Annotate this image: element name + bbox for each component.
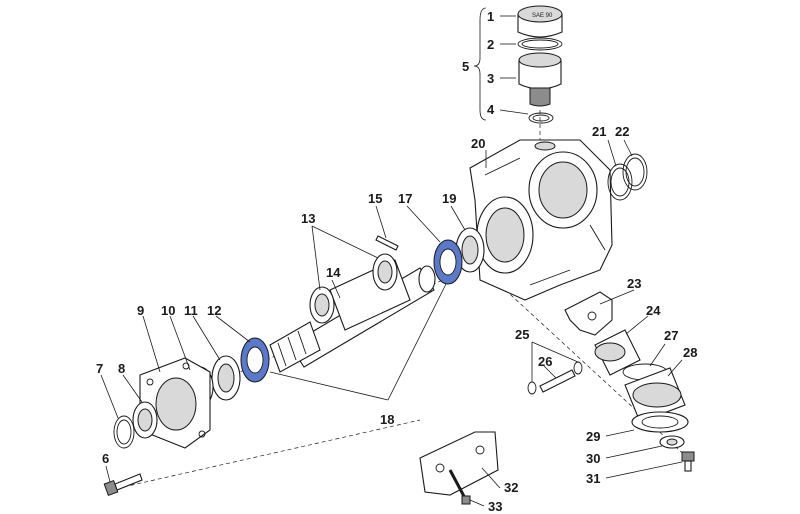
part-7-snap-ring <box>113 415 135 449</box>
axis-bolt-6 <box>109 419 421 491</box>
part-31-screw <box>681 451 695 472</box>
label-26: 26 <box>538 354 552 369</box>
label-31: 31 <box>586 471 600 486</box>
label-19: 19 <box>442 191 456 206</box>
label-28: 28 <box>683 345 697 360</box>
part-19-bearing <box>455 227 485 273</box>
label-14: 14 <box>326 265 341 280</box>
part-4-oring <box>528 112 554 124</box>
part-1-filler-cap: SAE 90 <box>517 5 563 38</box>
part-12-seal <box>240 337 270 383</box>
part-8-seal <box>132 401 158 439</box>
part-30-washer <box>659 435 685 449</box>
label-21: 21 <box>592 124 606 139</box>
part-20-gearbox-housing <box>469 139 613 301</box>
label-20: 20 <box>471 136 485 151</box>
part-32-bracket <box>419 431 499 496</box>
part-11-bearing <box>211 355 241 401</box>
label-5: 5 <box>462 59 469 74</box>
part-3-breather-body <box>518 52 562 107</box>
label-4: 4 <box>487 102 495 117</box>
label-11: 11 <box>184 303 198 318</box>
part-24-cylinder <box>594 329 641 376</box>
label-3: 3 <box>487 71 494 86</box>
axis-lower <box>499 284 691 461</box>
label-29: 29 <box>586 429 600 444</box>
part-15-key <box>375 235 399 251</box>
cap-marking: SAE 90 <box>532 13 553 19</box>
label-1: 1 <box>487 9 494 24</box>
leader-lines <box>100 15 683 507</box>
splined-end <box>269 321 321 373</box>
label-10: 10 <box>161 303 175 318</box>
label-18: 18 <box>380 412 394 427</box>
part-22-ring <box>622 153 648 191</box>
callout-numbers: 1 2 5 3 4 20 21 22 15 17 19 13 14 23 24 … <box>96 9 697 514</box>
label-33: 33 <box>488 499 502 514</box>
label-32: 32 <box>504 480 518 495</box>
label-27: 27 <box>664 328 678 343</box>
part-9-flange-cover <box>139 357 211 449</box>
label-22: 22 <box>615 124 629 139</box>
label-25: 25 <box>515 327 529 342</box>
part-2-ring <box>517 37 563 51</box>
part-23-yoke <box>564 291 613 336</box>
label-23: 23 <box>627 276 641 291</box>
label-12: 12 <box>207 303 221 318</box>
part-28-cup <box>624 367 686 423</box>
label-17: 17 <box>398 191 412 206</box>
part-17-seal <box>433 239 463 285</box>
label-9: 9 <box>137 303 144 318</box>
label-13: 13 <box>301 211 315 226</box>
bracket-5 <box>473 7 487 121</box>
label-6: 6 <box>102 451 109 466</box>
label-2: 2 <box>487 37 494 52</box>
part-6-bolt <box>103 473 143 496</box>
label-7: 7 <box>96 361 103 376</box>
label-15: 15 <box>368 191 382 206</box>
part-13-spacer-rings <box>309 253 398 324</box>
label-30: 30 <box>586 451 600 466</box>
part-26-pin <box>539 369 576 393</box>
label-24: 24 <box>646 303 661 318</box>
part-29-flat-seal <box>631 411 689 433</box>
label-8: 8 <box>118 361 125 376</box>
